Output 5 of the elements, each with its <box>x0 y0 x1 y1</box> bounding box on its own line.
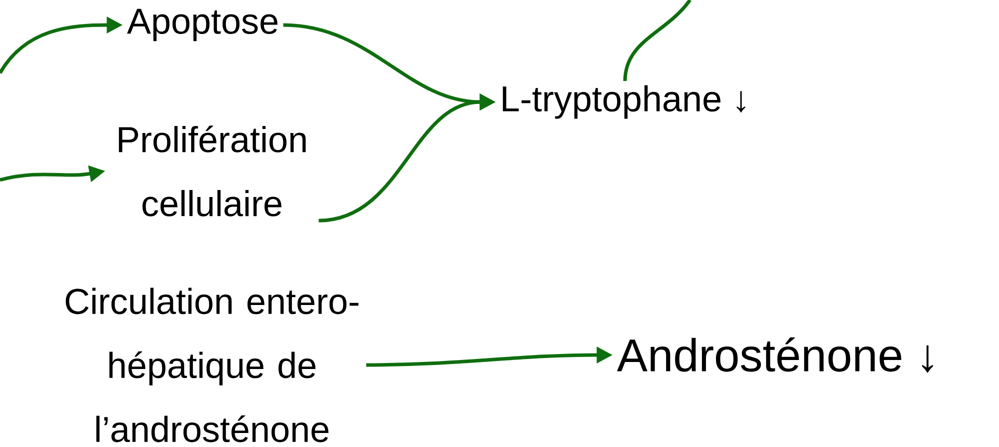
text-label: Apoptose <box>127 8 278 42</box>
text-label: Androsténone ↓ <box>616 337 933 373</box>
text-label: Circulation entero-hépatique de l’androsténone <box>66 288 358 442</box>
text-label: Prolifération cellulaire <box>118 126 306 216</box>
text-label: L-tryptophane ↓ <box>502 85 746 119</box>
